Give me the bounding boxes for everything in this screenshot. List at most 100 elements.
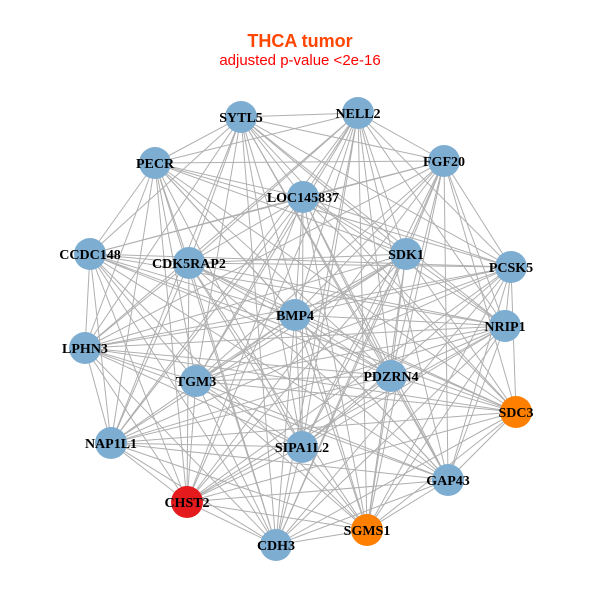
edge-NAP1L1-CHST2 xyxy=(110,442,188,503)
edge-NAP1L1-SIPA1L2 xyxy=(110,442,303,448)
edge-BMP4-LPHN3 xyxy=(84,314,296,349)
node-label: PCSK5 xyxy=(489,261,533,276)
edge-CDK5RAP2-LPHN3 xyxy=(84,262,190,349)
node-CHST2[interactable]: CHST2 xyxy=(164,486,210,518)
node-label: SIPA1L2 xyxy=(275,441,329,456)
node-circle xyxy=(260,529,292,561)
node-label: CDH3 xyxy=(257,539,295,554)
node-NAP1L1[interactable]: NAP1L1 xyxy=(85,427,137,459)
node-GAP43[interactable]: GAP43 xyxy=(426,464,470,496)
edge-PCSK5-BMP4 xyxy=(294,266,512,316)
node-CCDC148[interactable]: CCDC148 xyxy=(59,238,121,270)
edge-CDK5RAP2-SDC3 xyxy=(188,262,517,413)
edge-PCSK5-CHST2 xyxy=(186,266,512,503)
node-NRIP1[interactable]: NRIP1 xyxy=(484,310,526,342)
edge-SYTL5-SDK1 xyxy=(240,116,407,255)
node-label: CDK5RAP2 xyxy=(152,257,226,272)
edge-SDK1-NRIP1 xyxy=(405,253,506,327)
node-label: SYTL5 xyxy=(219,111,263,126)
node-TGM3[interactable]: TGM3 xyxy=(176,365,216,397)
node-label: SDK1 xyxy=(388,248,424,263)
node-LPHN3[interactable]: LPHN3 xyxy=(62,332,108,364)
node-circle xyxy=(74,238,106,270)
edge-SDK1-NAP1L1 xyxy=(110,253,407,444)
edge-LOC145837-SDK1 xyxy=(302,196,407,255)
edge-SYTL5-SIPA1L2 xyxy=(240,116,303,448)
edge-FGF20-SDC3 xyxy=(443,160,517,413)
edge-SYTL5-CDK5RAP2 xyxy=(188,116,242,264)
edge-NELL2-SIPA1L2 xyxy=(301,112,359,448)
edge-TGM3-CHST2 xyxy=(186,380,197,503)
node-circle xyxy=(390,238,422,270)
edge-CDK5RAP2-SGMS1 xyxy=(188,262,368,531)
node-circle xyxy=(432,464,464,496)
node-SYTL5[interactable]: SYTL5 xyxy=(219,101,263,133)
node-PDZRN4[interactable]: PDZRN4 xyxy=(363,360,419,392)
node-circle xyxy=(95,427,127,459)
node-PECR[interactable]: PECR xyxy=(136,147,175,179)
edge-LPHN3-CDH3 xyxy=(84,347,277,546)
edge-NELL2-PCSK5 xyxy=(357,112,512,268)
figure-subtitle: adjusted p-value <2e-16 xyxy=(219,52,381,69)
edge-PCSK5-SGMS1 xyxy=(366,266,512,531)
edge-LPHN3-CHST2 xyxy=(84,347,188,503)
node-SIPA1L2[interactable]: SIPA1L2 xyxy=(275,431,329,463)
edge-PECR-CDH3 xyxy=(154,162,277,546)
edge-PDZRN4-SDC3 xyxy=(390,375,517,413)
edge-CCDC148-CDK5RAP2 xyxy=(89,253,190,264)
edge-FGF20-LPHN3 xyxy=(84,160,445,349)
edge-TGM3-CDH3 xyxy=(195,380,277,546)
node-circle xyxy=(286,431,318,463)
edge-SDC3-NAP1L1 xyxy=(110,411,517,444)
node-label: TGM3 xyxy=(176,375,216,390)
edge-CCDC148-PCSK5 xyxy=(89,253,512,268)
edge-SDK1-CDH3 xyxy=(275,253,407,546)
edge-CCDC148-TGM3 xyxy=(89,253,197,382)
edge-SYTL5-LOC145837 xyxy=(240,116,304,198)
edge-FGF20-NRIP1 xyxy=(443,160,506,327)
edge-CCDC148-GAP43 xyxy=(89,253,449,481)
edge-PECR-NAP1L1 xyxy=(110,162,156,444)
edge-TGM3-PDZRN4 xyxy=(195,375,392,382)
node-LOC145837[interactable]: LOC145837 xyxy=(267,181,339,213)
edge-SDC3-CDH3 xyxy=(275,411,517,546)
node-circle xyxy=(279,299,311,331)
edge-SYTL5-SDC3 xyxy=(240,116,517,413)
edge-FGF20-GAP43 xyxy=(443,160,449,481)
edge-LPHN3-SDC3 xyxy=(84,347,517,413)
edge-CHST2-CDH3 xyxy=(186,501,277,546)
edge-LPHN3-PDZRN4 xyxy=(84,347,392,377)
node-label: GAP43 xyxy=(426,474,470,489)
edge-FGF20-CDH3 xyxy=(275,160,445,546)
edge-PECR-PDZRN4 xyxy=(154,162,392,377)
node-circle xyxy=(500,396,532,428)
edges-layer xyxy=(84,112,517,546)
edge-CCDC148-CDH3 xyxy=(89,253,277,546)
node-FGF20[interactable]: FGF20 xyxy=(423,145,465,177)
edge-SYTL5-CCDC148 xyxy=(89,116,242,255)
edge-SYTL5-NRIP1 xyxy=(240,116,506,327)
edge-LOC145837-SDC3 xyxy=(302,196,517,413)
edge-CCDC148-NRIP1 xyxy=(89,253,506,327)
edge-PCSK5-GAP43 xyxy=(447,266,512,481)
node-circle xyxy=(180,365,212,397)
node-SGMS1[interactable]: SGMS1 xyxy=(344,514,391,546)
node-NELL2[interactable]: NELL2 xyxy=(335,97,381,129)
node-SDC3[interactable]: SDC3 xyxy=(498,396,534,428)
edge-PDZRN4-SIPA1L2 xyxy=(301,375,392,448)
node-circle xyxy=(428,145,460,177)
node-label: BMP4 xyxy=(276,309,314,324)
node-CDH3[interactable]: CDH3 xyxy=(257,529,295,561)
edge-NRIP1-NAP1L1 xyxy=(110,325,506,444)
node-BMP4[interactable]: BMP4 xyxy=(276,299,314,331)
node-CDK5RAP2[interactable]: CDK5RAP2 xyxy=(152,247,226,279)
node-SDK1[interactable]: SDK1 xyxy=(388,238,424,270)
edge-NELL2-CHST2 xyxy=(186,112,359,503)
node-circle xyxy=(375,360,407,392)
edge-NELL2-NAP1L1 xyxy=(110,112,359,444)
node-circle xyxy=(139,147,171,179)
node-label: FGF20 xyxy=(423,155,465,170)
node-PCSK5[interactable]: PCSK5 xyxy=(489,251,533,283)
edge-SYTL5-TGM3 xyxy=(195,116,242,382)
